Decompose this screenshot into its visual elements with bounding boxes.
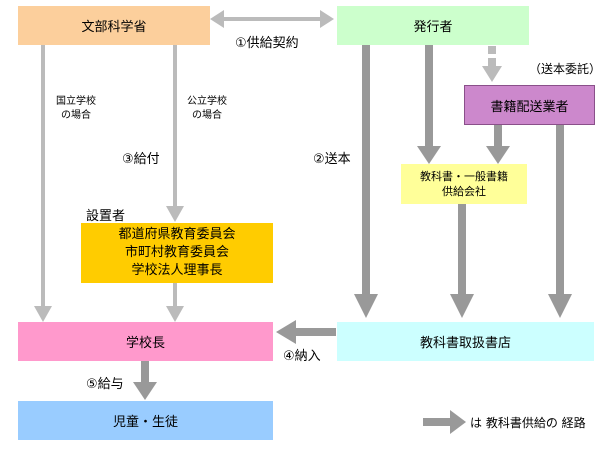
secchi-label-line3: 学校法人理事長 [131,263,223,278]
founder-to-school-arrow [166,283,184,322]
secchisha-label: 設置者 [86,209,126,224]
legend-arrow [423,410,466,434]
soho-itaku-label: （送本委託） [529,62,602,76]
kyokyu-box: 教科書・一般書籍 供給会社 [401,164,527,204]
shoseki-box: 書籍配送業者 [464,85,595,125]
national-school-arrow [34,45,52,322]
hakko-box: 発行者 [337,6,529,45]
delivery-to-bookstore-arrow [548,125,572,318]
sohon-arrow [354,45,378,318]
jido-label: 児童・生徒 [112,415,178,430]
kyokyu-label-line1: 教科書・一般書籍 [420,170,508,183]
kyoyo-arrow [133,361,157,400]
monbu-label: 文部科学省 [81,20,147,35]
secchi-label-line1: 都道府県教育委員会 [118,227,236,242]
shoseki-label: 書籍配送業者 [490,99,569,115]
jido-box: 児童・生徒 [18,401,273,440]
supplier-to-bookstore-arrow [450,204,474,318]
monbu-box: 文部科学省 [18,6,210,45]
sohon-label: ②送本 [313,152,351,167]
koritsu-label-line1: 公立学校 [187,96,227,107]
thick-arrows [133,45,572,434]
kokuritsu-label-line2: の場合 [61,110,91,121]
publisher-to-supplier-arrow [417,45,441,164]
contract-double-arrow [210,10,334,28]
koritsu-label: 公立学校 の場合 [187,95,227,123]
hakko-label: 発行者 [413,20,453,35]
public-school-arrow [166,45,184,222]
delivery-contract-dashed-arrow [482,46,502,82]
kyokyu-keiyaku-label: ①供給契約 [235,36,299,51]
koritsu-label-line2: の場合 [192,110,222,121]
legend-label: は 教科書供給の 経路 [470,416,586,430]
gakko-box: 学校長 [18,322,273,361]
gakko-label: 学校長 [125,336,165,351]
nonyu-arrow [276,320,336,344]
thin-arrows [34,10,334,322]
nonyu-label: ④納入 [283,349,321,364]
kyufu-label: ③給付 [122,152,160,167]
kyoyo-label: ⑤給与 [86,377,124,392]
delivery-to-supplier-arrow [486,125,510,164]
secchi-box: 都道府県教育委員会 市町村教育委員会 学校法人理事長 [81,223,273,283]
toriatsukai-box: 教科書取扱書店 [337,322,594,361]
kokuritsu-label-line1: 国立学校 [56,96,96,107]
secchi-label-line2: 市町村教育委員会 [124,245,229,260]
kokuritsu-label: 国立学校 の場合 [56,95,96,123]
kyokyu-label-line2: 供給会社 [442,185,486,198]
toriatsukai-label: 教科書取扱書店 [419,336,511,351]
